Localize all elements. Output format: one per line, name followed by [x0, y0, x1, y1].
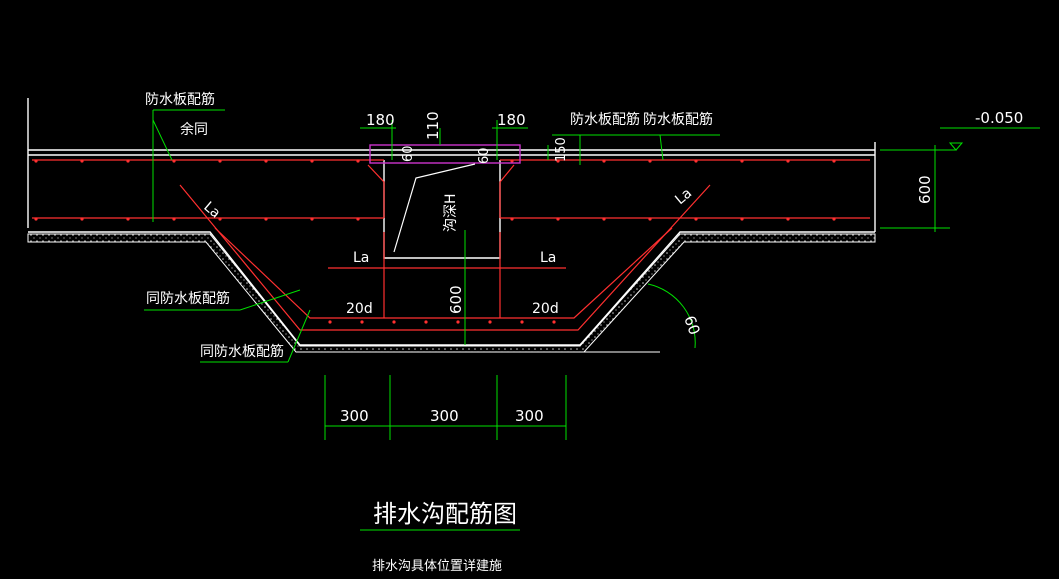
- rebar-dot: [832, 159, 836, 163]
- label-trench-depth: 沟深H: [443, 193, 459, 232]
- rebar-dot: [218, 159, 222, 163]
- rebar-dot: [328, 320, 332, 324]
- label-hook-right: 20d: [532, 301, 559, 317]
- rebar-dot: [424, 320, 428, 324]
- rebar-dot: [310, 217, 314, 221]
- rebar-dot: [172, 217, 176, 221]
- rebar-dot: [648, 217, 652, 221]
- label-same-as-rest: 余同: [180, 121, 208, 138]
- rebar-dot: [694, 217, 698, 221]
- dim-right-small: 150: [554, 137, 569, 162]
- label-la-right-bottom: La: [540, 250, 556, 266]
- rebar-dot: [556, 217, 560, 221]
- dim-bottom-2: 300: [430, 407, 459, 425]
- dim-angle: 60: [680, 313, 703, 337]
- rebar-dot: [552, 320, 556, 324]
- rebar-dot: [80, 217, 84, 221]
- rebar-dot: [832, 217, 836, 221]
- trench-diagonal: [393, 163, 476, 253]
- rebar-dot: [392, 320, 396, 324]
- rebar-dot: [648, 159, 652, 163]
- rebar-dot: [356, 217, 360, 221]
- rebar-dot: [786, 159, 790, 163]
- rebar-dot: [694, 159, 698, 163]
- rebar-dot: [556, 159, 560, 163]
- rebar-dot: [786, 217, 790, 221]
- rebar-lines: [32, 159, 870, 331]
- rebar-dot: [264, 159, 268, 163]
- dim-bottom-depth: 600: [447, 285, 465, 314]
- embedded-frame: [369, 144, 521, 164]
- rebar-dot: [456, 320, 460, 324]
- label-waterproof-slab-top: 防水板配筋: [145, 91, 215, 108]
- rebar-dot: [602, 159, 606, 163]
- dim-bottom-1: 300: [340, 407, 369, 425]
- rebar-dot: [34, 217, 38, 221]
- rebar-dot: [34, 159, 38, 163]
- rebar-dot: [356, 159, 360, 163]
- rebar-dot: [172, 159, 176, 163]
- rebar-dot: [740, 159, 744, 163]
- rebar-dot: [264, 217, 268, 221]
- drawing-note: 排水沟具体位置详建施: [372, 559, 502, 574]
- rebar-dot: [310, 159, 314, 163]
- rebar-dot: [126, 159, 130, 163]
- dim-top-right: 180: [497, 111, 526, 129]
- label-elevation: -0.050: [975, 109, 1023, 127]
- label-la-left-bottom: La: [353, 250, 369, 266]
- dim-slab-thickness: 600: [916, 175, 934, 204]
- rebar-dot: [126, 217, 130, 221]
- rebar-dot: [218, 217, 222, 221]
- rebar-dot: [510, 159, 514, 163]
- dim-inner-left: 60: [401, 145, 416, 162]
- cushion-layer: [27, 233, 876, 353]
- rebar-dot: [360, 320, 364, 324]
- drawing-title: 排水沟配筋图: [373, 500, 517, 528]
- dim-bottom-3: 300: [515, 407, 544, 425]
- label-waterproof-right-a: 防水板配筋: [570, 111, 640, 128]
- rebar-dot: [488, 320, 492, 324]
- rebar-dot: [602, 217, 606, 221]
- rebar-dot: [740, 217, 744, 221]
- rebar-dot: [520, 320, 524, 324]
- rebar-dots: [34, 159, 836, 324]
- dim-inner-right: 60: [477, 147, 492, 164]
- dim-top-left: 180: [366, 111, 395, 129]
- rebar-dot: [510, 217, 514, 221]
- label-same-waterproof-2: 同防水板配筋: [200, 343, 284, 360]
- label-hook-left: 20d: [346, 301, 373, 317]
- dim-top-mid: 110: [424, 111, 442, 140]
- label-waterproof-right-b: 防水板配筋: [643, 111, 713, 128]
- rebar-dot: [80, 159, 84, 163]
- label-same-waterproof-1: 同防水板配筋: [146, 290, 230, 307]
- dimension-lines: [144, 109, 1040, 531]
